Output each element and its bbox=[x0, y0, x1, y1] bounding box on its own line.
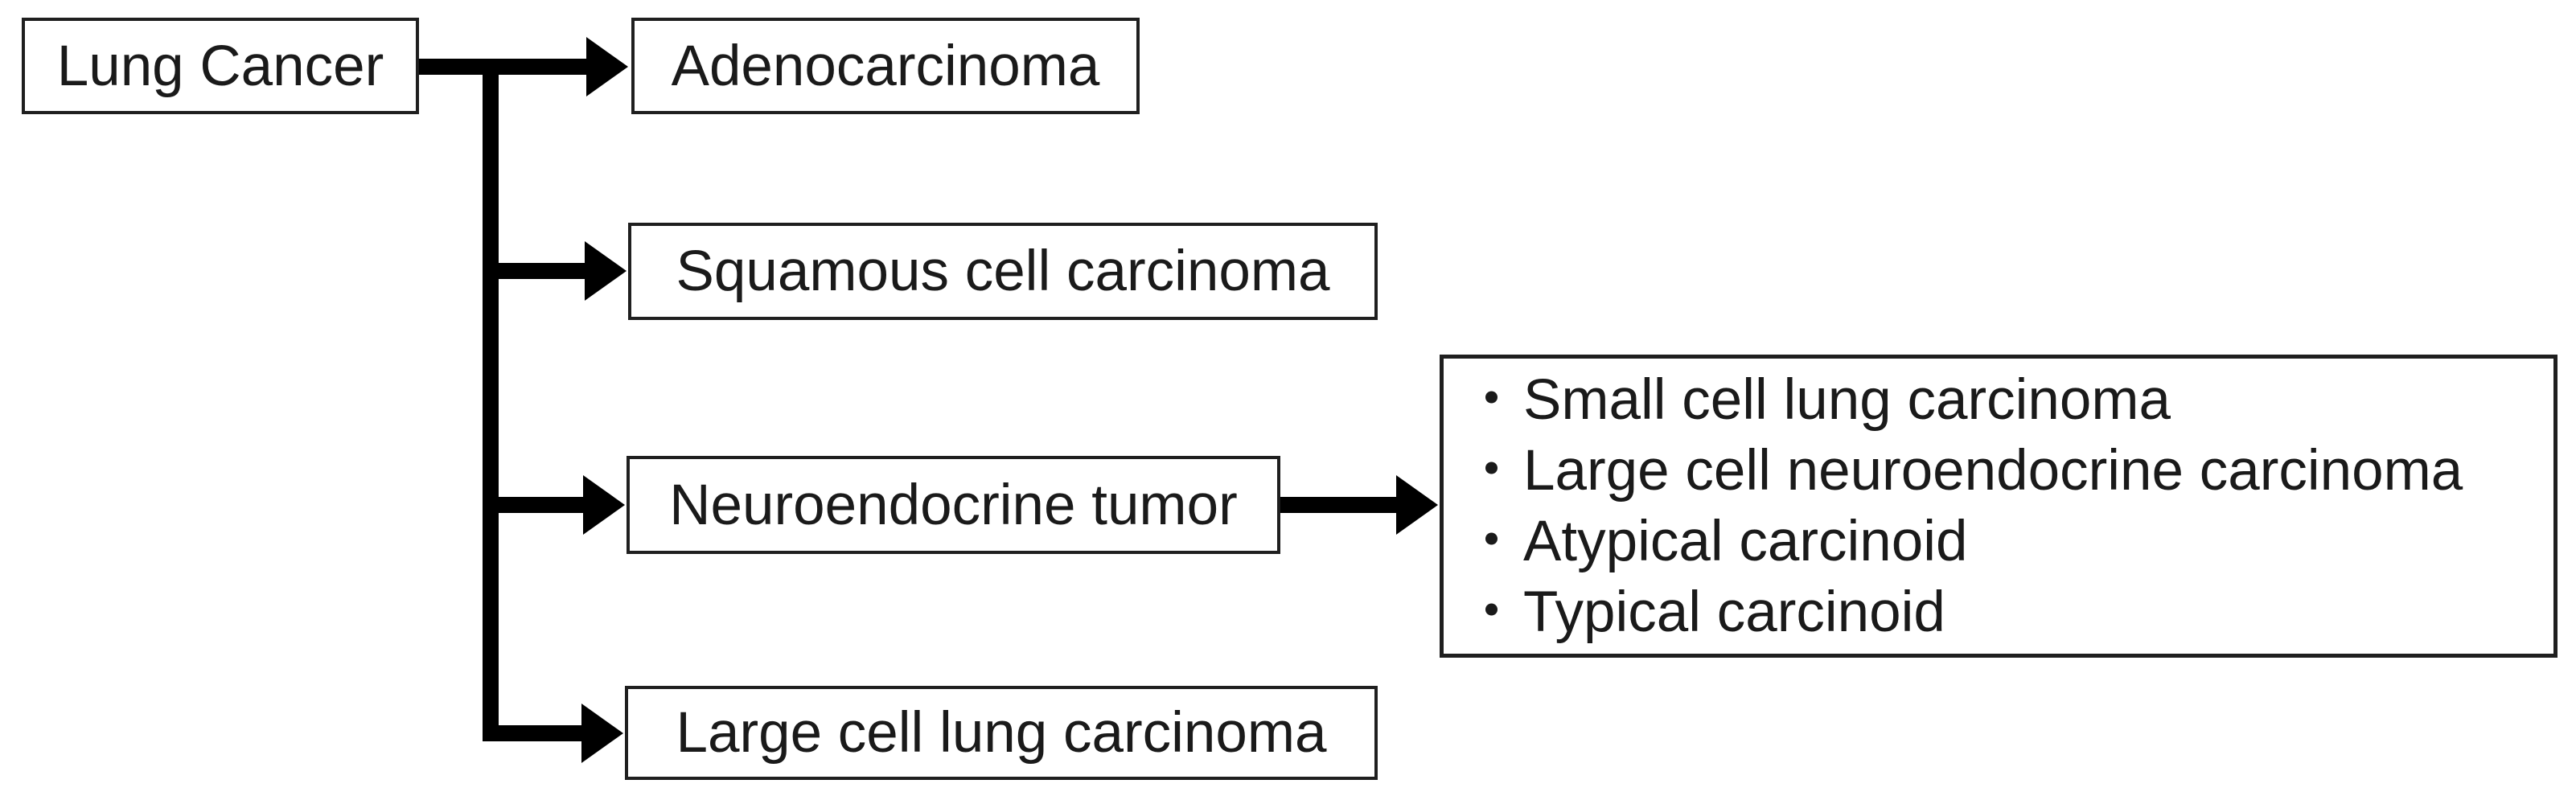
node-squamous-cell-carcinoma-label: Squamous cell carcinoma bbox=[676, 240, 1330, 303]
bullet-icon: ・ bbox=[1463, 439, 1521, 503]
arrow-right-icon bbox=[586, 37, 628, 96]
node-adenocarcinoma: Adenocarcinoma bbox=[631, 18, 1140, 114]
bullet-icon: ・ bbox=[1463, 510, 1521, 573]
list-item-label: Typical carcinoid bbox=[1523, 581, 1945, 644]
connector-branch-neuroendocrine bbox=[483, 497, 583, 513]
arrow-right-icon bbox=[583, 475, 625, 535]
list-item-label: Large cell neuroendocrine carcinoma bbox=[1523, 439, 2463, 503]
list-item: ・ Atypical carcinoid bbox=[1463, 507, 2553, 577]
list-item-label: Small cell lung carcinoma bbox=[1523, 368, 2171, 432]
connector-neuroendocrine-to-subtypes bbox=[1277, 497, 1396, 513]
node-lung-cancer: Lung Cancer bbox=[22, 18, 419, 114]
arrow-right-icon bbox=[1396, 475, 1438, 535]
list-item: ・ Typical carcinoid bbox=[1463, 577, 2553, 648]
connector-branch-large-cell bbox=[483, 725, 581, 741]
node-neuroendocrine-subtypes: ・ Small cell lung carcinoma ・ Large cell… bbox=[1440, 355, 2558, 658]
node-adenocarcinoma-label: Adenocarcinoma bbox=[671, 34, 1100, 98]
connector-trunk-vertical bbox=[483, 59, 499, 741]
list-item: ・ Small cell lung carcinoma bbox=[1463, 365, 2553, 436]
connector-branch-squamous bbox=[483, 263, 585, 279]
node-lung-cancer-label: Lung Cancer bbox=[56, 34, 384, 98]
arrow-right-icon bbox=[581, 704, 623, 763]
bullet-icon: ・ bbox=[1463, 581, 1521, 644]
node-neuroendocrine-tumor-label: Neuroendocrine tumor bbox=[669, 473, 1238, 537]
connector-root-horizontal bbox=[413, 59, 586, 75]
node-large-cell-lung-carcinoma: Large cell lung carcinoma bbox=[625, 686, 1378, 780]
node-neuroendocrine-tumor: Neuroendocrine tumor bbox=[627, 456, 1280, 554]
bullet-icon: ・ bbox=[1463, 368, 1521, 432]
node-large-cell-lung-carcinoma-label: Large cell lung carcinoma bbox=[676, 701, 1327, 765]
arrow-right-icon bbox=[585, 241, 627, 301]
list-item-label: Atypical carcinoid bbox=[1523, 510, 1968, 573]
list-item: ・ Large cell neuroendocrine carcinoma bbox=[1463, 436, 2553, 507]
node-squamous-cell-carcinoma: Squamous cell carcinoma bbox=[628, 223, 1378, 320]
